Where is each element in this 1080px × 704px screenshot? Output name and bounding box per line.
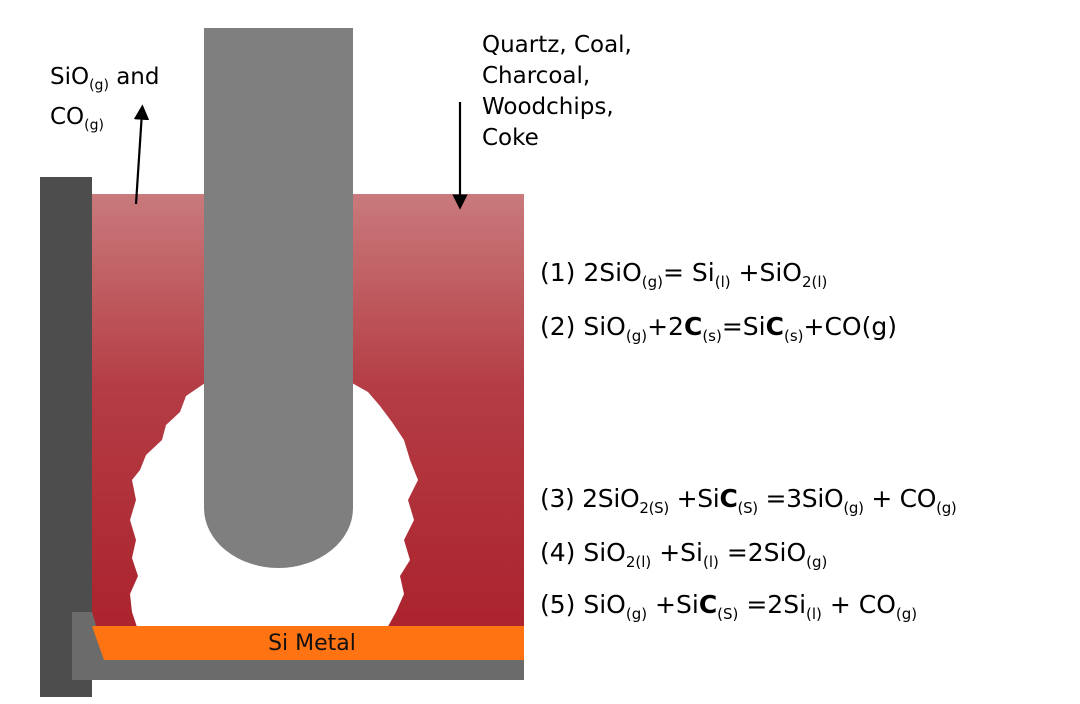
si-metal-layer [92,626,524,660]
gas-out-label: SiO(g) and CO(g) [50,64,160,134]
si-metal-label: Si Metal [268,630,356,656]
electrode [204,28,353,568]
furnace-wall [40,177,92,697]
equation-2: (2) SiO(g)+2C(s)=SiC(s)+CO(g) [540,312,897,345]
equation-5: (5) SiO(g) +SiC(S) =2Si(l) + CO(g) [540,590,918,623]
equation-3: (3) 2SiO2(S) +SiC(S) =3SiO(g) + CO(g) [540,484,957,517]
feed-materials-label: Quartz, Coal, Charcoal, Woodchips, Coke [482,32,632,151]
arrow-up-icon [133,104,150,205]
equation-4: (4) SiO2(l) +Si(l) =2SiO(g) [540,538,828,571]
equation-1: (1) 2SiO(g)= Si(l) +SiO2(l) [540,258,828,291]
furnace-hearth [72,612,524,680]
